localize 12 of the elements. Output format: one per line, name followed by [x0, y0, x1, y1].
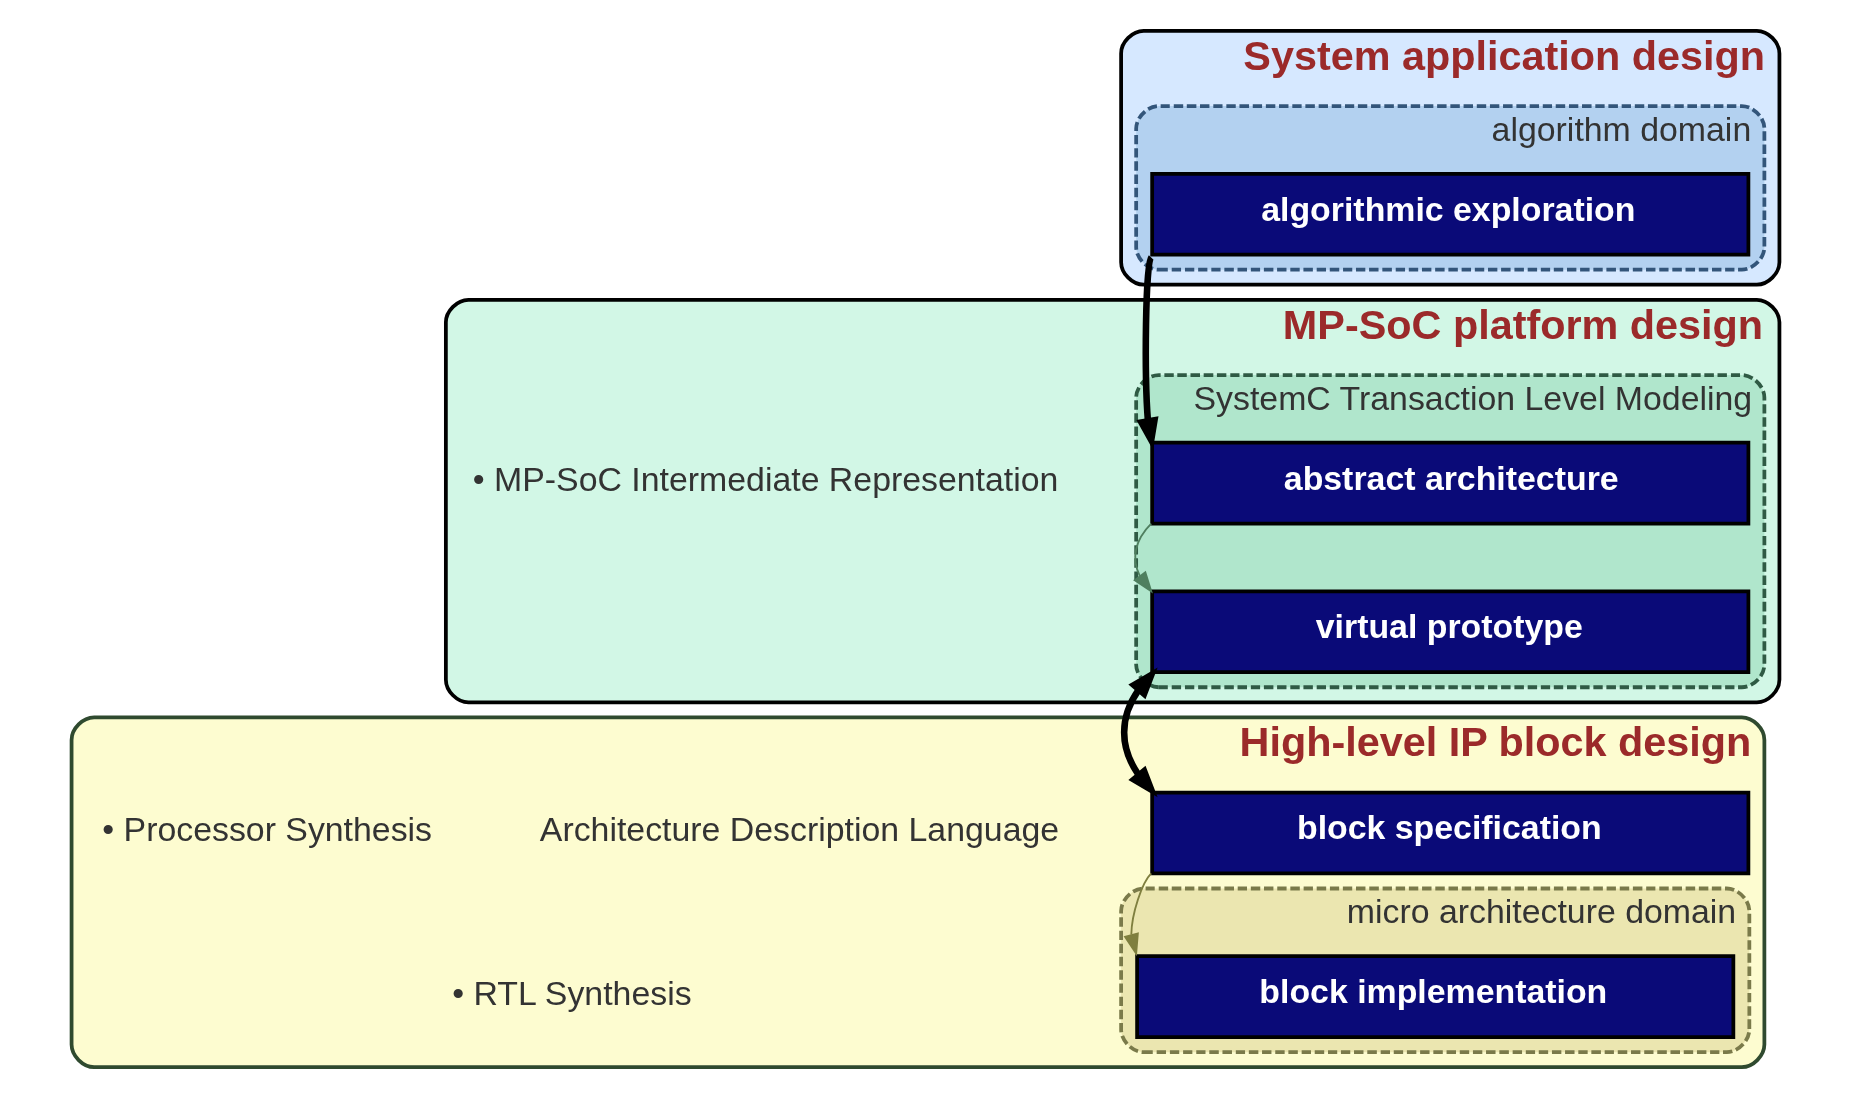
label: • Processor Synthesis: [101, 810, 432, 849]
node-box: block implementation: [1134, 954, 1735, 1039]
label: • RTL Synthesis: [451, 973, 692, 1012]
node-box: virtual prototype: [1149, 589, 1750, 675]
arrow: [1123, 872, 1152, 957]
node-box: abstract architecture: [1149, 440, 1750, 526]
node-box: block specification: [1149, 790, 1750, 876]
arrow: [1132, 522, 1153, 594]
label: Architecture Description Language: [539, 810, 1059, 849]
node-box: algorithmic exploration: [1149, 171, 1750, 257]
label: • MP-SoC Intermediate Representation: [472, 460, 1058, 499]
arrow: [1120, 667, 1158, 798]
